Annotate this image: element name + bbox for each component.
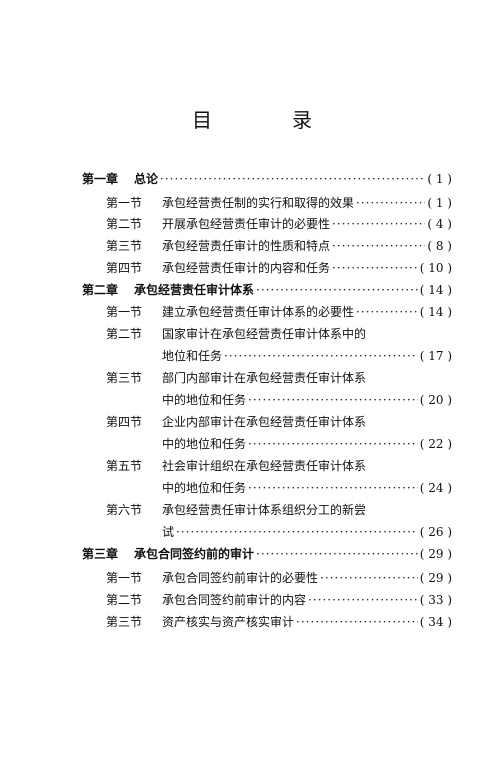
- toc-page-number: ( 14 ): [419, 305, 452, 319]
- toc-title: 承包合同签约前审计的必要性: [162, 571, 319, 585]
- toc-title: 企业内部审计在承包经营责任审计体系: [162, 415, 367, 429]
- toc-title: 部门内部审计在承包经营责任审计体系: [162, 371, 367, 385]
- toc-leader-dots: ········································…: [256, 283, 418, 297]
- toc-leader-dots: ········································…: [356, 196, 425, 210]
- toc-leader-dots: ········································…: [176, 525, 418, 539]
- toc-label: 第二节: [106, 217, 143, 231]
- toc-label: 第四节: [106, 415, 143, 429]
- toc-label: 第一节: [106, 571, 143, 585]
- toc-label: 第二章: [82, 283, 119, 297]
- toc-label: 第三节: [106, 615, 143, 629]
- toc-label: 第三节: [106, 239, 143, 253]
- toc-title: 建立承包经营责任审计体系的必要性: [162, 305, 355, 319]
- page-title: 目 录: [192, 108, 342, 132]
- toc-title: 承包经营责任审计体系组织分工的新尝: [162, 503, 367, 517]
- toc-title: 承包合同签约前审计的内容: [162, 593, 307, 607]
- toc-page-number: ( 10 ): [419, 261, 452, 275]
- toc-page-number: ( 29 ): [419, 547, 452, 561]
- toc-title: 国家审计在承包经营责任审计体系中的: [162, 327, 367, 341]
- toc-section[interactable]: 第二节 国家审计在承包经营责任审计体系中的: [106, 325, 452, 343]
- toc-section[interactable]: 第一节 建立承包经营责任审计体系的必要性 ···················…: [106, 303, 452, 321]
- toc-section[interactable]: 第三节 承包经营责任审计的性质和特点 ·····················…: [106, 237, 452, 255]
- toc-section[interactable]: 第三节 资产核实与资产核实审计 ························…: [106, 613, 452, 631]
- toc-page-number: ( 14 ): [419, 283, 452, 297]
- toc-section-continuation[interactable]: 中的地位和任务 ································…: [162, 391, 452, 409]
- toc-leader-dots: ········································…: [248, 437, 418, 451]
- toc-label: 第三章: [82, 547, 119, 561]
- toc-leader-dots: ········································…: [332, 217, 425, 231]
- toc-label: 第四节: [106, 261, 143, 275]
- toc-page-number: ( 34 ): [419, 615, 452, 629]
- toc-label: 第一节: [106, 305, 143, 319]
- toc-label: 第六节: [106, 503, 143, 517]
- toc-section-continuation[interactable]: 地位和任务 ··································…: [162, 347, 452, 365]
- toc-section[interactable]: 第一节 承包合同签约前审计的必要性 ······················…: [106, 569, 452, 587]
- toc-section[interactable]: 第四节 承包经营责任审计的内容和任务 ·····················…: [106, 259, 452, 277]
- toc-section-continuation[interactable]: 中的地位和任务 ································…: [162, 435, 452, 453]
- toc-title: 总论: [134, 172, 159, 186]
- toc-page-number: ( 24 ): [419, 481, 452, 495]
- toc-leader-dots: ········································…: [296, 615, 418, 629]
- toc-chapter-2[interactable]: 第二章 承包经营责任审计体系 ·························…: [82, 281, 452, 299]
- toc-label: 第一节: [106, 196, 143, 210]
- toc-title: 承包合同签约前的审计: [134, 547, 255, 561]
- toc-page-number: ( 1 ): [427, 196, 452, 210]
- toc-leader-dots: ········································…: [320, 571, 418, 585]
- toc-page-number: ( 29 ): [419, 571, 452, 585]
- toc-page-number: ( 33 ): [419, 593, 452, 607]
- toc-title-continuation: 中的地位和任务: [162, 437, 247, 451]
- toc-label: 第二节: [106, 593, 143, 607]
- toc-title: 承包经营责任审计体系: [134, 283, 255, 297]
- toc-leader-dots: ········································…: [248, 393, 418, 407]
- toc-section-continuation[interactable]: 试 ······································…: [162, 523, 452, 541]
- toc-page-number: ( 8 ): [427, 239, 452, 253]
- toc-section[interactable]: 第二节 开展承包经营责任审计的必要性 ·····················…: [106, 215, 452, 233]
- toc-leader-dots: ········································…: [332, 239, 425, 253]
- toc-leader-dots: ········································…: [160, 172, 425, 186]
- toc-title-continuation: 中的地位和任务: [162, 393, 247, 407]
- toc-title: 承包经营责任制的实行和取得的效果: [162, 196, 355, 210]
- toc-leader-dots: ········································…: [356, 305, 418, 319]
- toc-section-continuation[interactable]: 中的地位和任务 ································…: [162, 479, 452, 497]
- toc-leader-dots: ········································…: [308, 593, 418, 607]
- toc-chapter-3[interactable]: 第三章 承包合同签约前的审计 ·························…: [82, 545, 452, 563]
- toc-title: 承包经营责任审计的内容和任务: [162, 261, 331, 275]
- toc-label: 第一章: [82, 172, 119, 186]
- toc-page-number: ( 20 ): [419, 393, 452, 407]
- toc-page-number: ( 4 ): [427, 217, 452, 231]
- toc-title: 社会审计组织在承包经营责任审计体系: [162, 459, 367, 473]
- toc-title: 资产核实与资产核实审计: [162, 615, 295, 629]
- toc-leader-dots: ········································…: [332, 261, 418, 275]
- toc-section[interactable]: 第六节 承包经营责任审计体系组织分工的新尝: [106, 501, 452, 519]
- toc-label: 第五节: [106, 459, 143, 473]
- toc-page-number: ( 22 ): [419, 437, 452, 451]
- toc-leader-dots: ········································…: [256, 547, 418, 561]
- toc-section[interactable]: 第四节 企业内部审计在承包经营责任审计体系: [106, 413, 452, 431]
- toc-section[interactable]: 第五节 社会审计组织在承包经营责任审计体系: [106, 457, 452, 475]
- toc-section[interactable]: 第一节 承包经营责任制的实行和取得的效果 ···················…: [106, 194, 452, 212]
- toc-label: 第三节: [106, 371, 143, 385]
- toc-leader-dots: ········································…: [224, 349, 418, 363]
- toc-leader-dots: ········································…: [248, 481, 418, 495]
- toc-title-continuation: 试: [162, 525, 175, 539]
- toc-section[interactable]: 第二节 承包合同签约前审计的内容 ·······················…: [106, 591, 452, 609]
- toc-page-number: ( 1 ): [427, 172, 452, 186]
- toc-page-number: ( 26 ): [419, 525, 452, 539]
- toc-label: 第二节: [106, 327, 143, 341]
- toc-title: 开展承包经营责任审计的必要性: [162, 217, 331, 231]
- toc-page-number: ( 17 ): [419, 349, 452, 363]
- toc-section[interactable]: 第三节 部门内部审计在承包经营责任审计体系: [106, 369, 452, 387]
- toc-title-continuation: 地位和任务: [162, 349, 223, 363]
- toc-title-continuation: 中的地位和任务: [162, 481, 247, 495]
- toc-title: 承包经营责任审计的性质和特点: [162, 239, 331, 253]
- toc-chapter-1[interactable]: 第一章 总论 ·································…: [82, 170, 452, 188]
